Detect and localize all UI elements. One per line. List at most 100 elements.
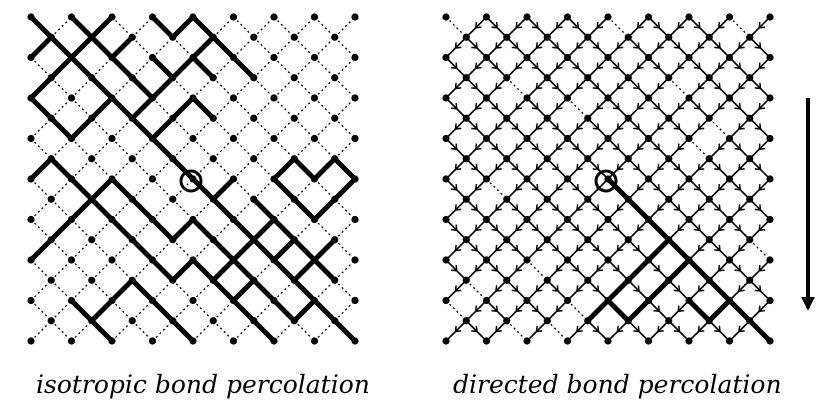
directed-bond — [506, 259, 528, 281]
directed-bond — [506, 299, 528, 322]
directed-bond — [607, 137, 629, 160]
directed-bond — [587, 259, 609, 281]
directed-bond — [627, 137, 650, 160]
directed-bond — [728, 279, 751, 302]
directed-bond — [506, 137, 528, 160]
directed-bond — [587, 218, 609, 241]
site — [766, 175, 774, 183]
active-bond — [89, 318, 115, 344]
site — [209, 276, 217, 284]
active-bond — [69, 115, 95, 141]
directed-bond — [607, 36, 629, 59]
active-bond — [251, 196, 277, 222]
site — [250, 317, 258, 325]
directed-bond — [607, 259, 629, 281]
site — [644, 337, 653, 345]
inactive-bond — [445, 16, 467, 38]
active-directed-bond — [686, 257, 712, 283]
inactive-bond — [293, 97, 315, 119]
site — [67, 215, 76, 224]
site — [746, 155, 754, 163]
site — [189, 13, 197, 21]
active-directed-bond — [646, 217, 672, 243]
site — [310, 296, 319, 305]
site — [563, 134, 572, 143]
site — [128, 195, 136, 203]
active-bond — [150, 136, 176, 162]
inactive-bond — [253, 178, 275, 200]
directed-bond — [728, 259, 751, 281]
inactive-bond — [71, 239, 93, 261]
active-bond — [150, 257, 176, 283]
site — [148, 215, 157, 224]
inactive-bond — [212, 117, 234, 139]
active-bond — [271, 298, 297, 324]
site — [543, 317, 551, 325]
site — [584, 317, 592, 325]
inactive-bond — [111, 320, 133, 342]
active-bond — [271, 156, 297, 182]
site — [331, 155, 339, 163]
site — [563, 13, 572, 21]
directed-bond — [749, 178, 771, 200]
site — [766, 337, 774, 345]
lattice-sites — [442, 13, 774, 345]
active-bond — [69, 34, 95, 60]
directed-bond — [465, 239, 488, 261]
site — [725, 215, 734, 224]
active-directed-bond — [686, 298, 712, 324]
site — [665, 317, 673, 325]
inactive-bond — [688, 138, 710, 160]
isotropic-percolation-panel: isotropic bond percolation — [27, 13, 370, 399]
site — [644, 296, 653, 305]
site — [108, 13, 116, 21]
active-directed-bond — [706, 277, 732, 303]
site — [705, 317, 713, 325]
site — [725, 175, 734, 183]
directed-bond — [688, 56, 710, 79]
directed-bond — [647, 259, 670, 281]
directed-bond — [526, 56, 548, 79]
inactive-bond — [131, 138, 153, 160]
directed-bond — [465, 117, 488, 140]
active-bond — [150, 115, 176, 141]
directed-bond — [728, 198, 751, 221]
directed-bond — [749, 77, 771, 99]
directed-bond — [627, 36, 650, 59]
inactive-bond — [30, 178, 52, 200]
directed-bond — [546, 198, 569, 221]
site — [27, 134, 35, 143]
site — [250, 276, 258, 284]
active-bond — [150, 14, 176, 40]
site — [108, 256, 116, 264]
site — [310, 94, 319, 102]
inactive-bond — [749, 239, 771, 261]
active-bond — [89, 34, 115, 60]
inactive-bond — [30, 138, 52, 160]
site — [563, 296, 572, 305]
inactive-bond — [334, 36, 356, 58]
site — [482, 175, 491, 183]
inactive-bond — [131, 158, 153, 180]
site — [351, 296, 359, 305]
inactive-bond — [91, 158, 113, 180]
site — [148, 175, 157, 183]
inactive-bond — [212, 219, 234, 241]
active-directed-bond — [666, 237, 692, 263]
directed-bond — [485, 259, 508, 281]
site — [290, 33, 298, 41]
site — [624, 195, 632, 203]
inactive-bond — [152, 36, 174, 58]
site — [128, 236, 136, 244]
site — [442, 215, 450, 224]
active-bond — [291, 257, 317, 283]
site — [290, 114, 298, 122]
site — [88, 74, 96, 82]
site — [27, 13, 35, 21]
site — [128, 74, 136, 82]
site — [725, 256, 734, 264]
site — [766, 13, 774, 21]
inactive-bond — [50, 239, 72, 261]
site — [746, 276, 754, 284]
site — [351, 13, 359, 21]
